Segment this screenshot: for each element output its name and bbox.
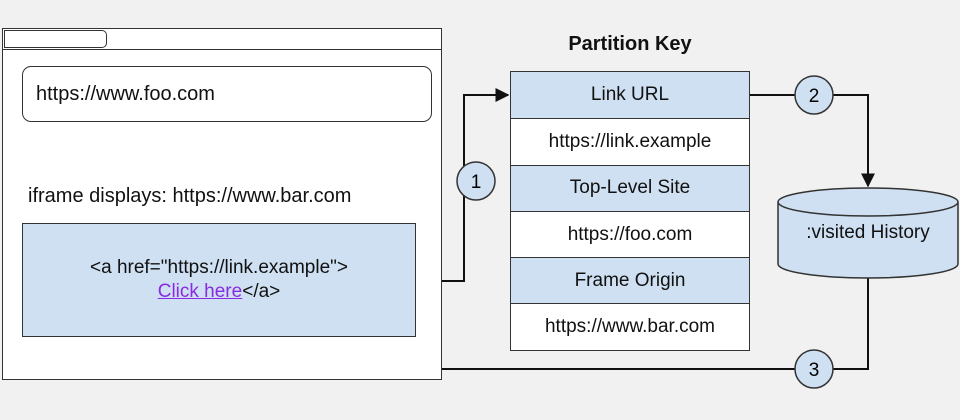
visited-history-label: :visited History [806, 222, 930, 243]
browser-title-bar [2, 28, 442, 50]
iframe-code-line: <a href="https://link.example"> [90, 257, 348, 278]
step-badge-2: 2 [794, 75, 834, 115]
iframe-code-line-2: Click here</a> [158, 280, 281, 304]
anchor-close-tag: </a> [242, 281, 281, 302]
pk-value-link-url: https://link.example [511, 118, 749, 164]
click-here-link[interactable]: Click here [157, 281, 243, 302]
pk-value-top-level-site: https://foo.com [511, 210, 749, 257]
iframe-box: <a href="https://link.example"> Click he… [22, 223, 416, 337]
step-badge-1: 1 [456, 161, 496, 201]
address-bar-url: https://www.foo.com [36, 82, 215, 105]
browser-tab[interactable] [4, 30, 107, 48]
pk-header-top-level-site: Top-Level Site [511, 164, 749, 211]
pk-header-link-url: Link URL [511, 72, 749, 119]
visited-history-database [777, 187, 959, 279]
step-number-2: 2 [809, 86, 820, 107]
iframe-caption: iframe displays: https://www.bar.com [28, 185, 352, 207]
partition-key-table: Link URL https://link.example Top-Level … [510, 71, 750, 351]
pk-header-frame-origin: Frame Origin [511, 257, 749, 304]
step-number-1: 1 [471, 172, 482, 193]
step-badge-3: 3 [794, 349, 834, 389]
arrow-link-url-to-history [750, 94, 875, 188]
pk-value-frame-origin: https://www.bar.com [511, 303, 749, 349]
partition-key-title: Partition Key [568, 33, 692, 55]
address-bar[interactable]: https://www.foo.com [22, 66, 432, 122]
step-number-3: 3 [809, 360, 820, 381]
